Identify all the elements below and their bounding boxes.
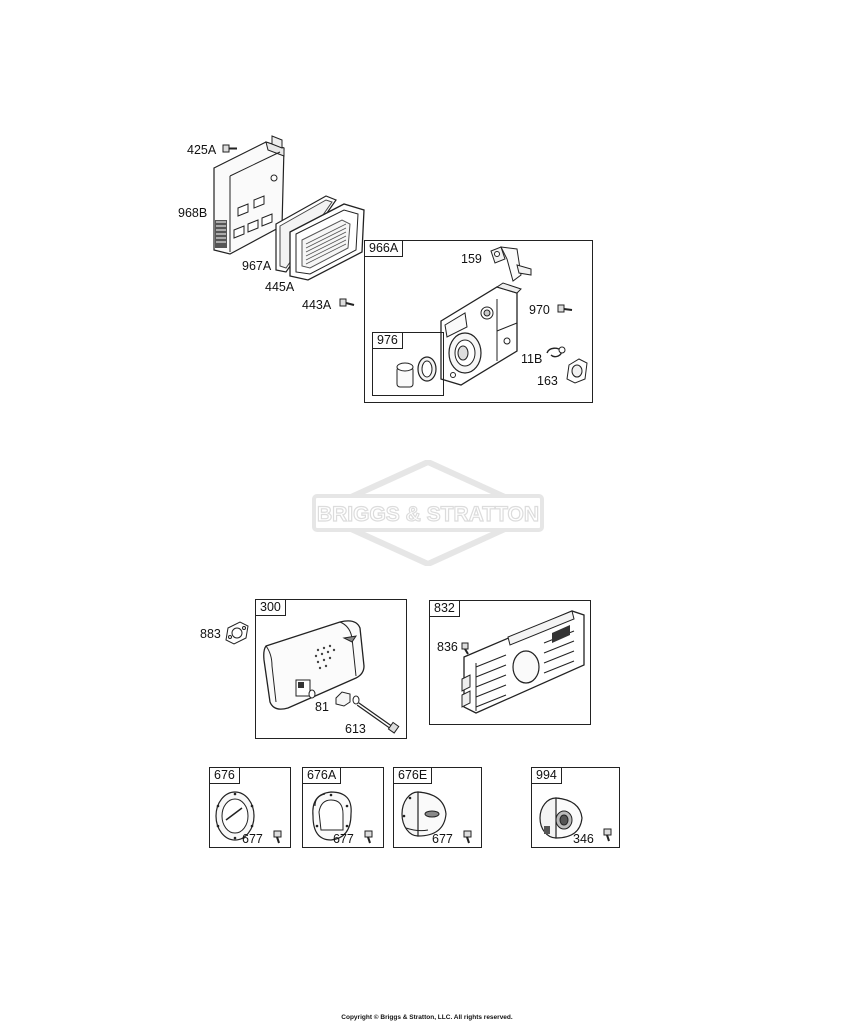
label-613: 613 xyxy=(345,722,366,736)
kit-tag-676A: 676A xyxy=(303,768,342,784)
air-filter-445A xyxy=(289,203,365,281)
label-163: 163 xyxy=(537,374,558,388)
screw-677-b xyxy=(364,830,373,844)
air-cleaner-base-966A xyxy=(440,282,522,386)
kit-box-676A: 676A 677 xyxy=(302,767,384,848)
label-677-c: 677 xyxy=(432,832,453,846)
brand-watermark-logo: BRIGGS & STRATTON xyxy=(312,460,544,566)
kit-box-966A: 966A 159 970 11B 163 976 xyxy=(364,240,593,403)
label-11B: 11B xyxy=(521,352,543,366)
screw-970 xyxy=(557,304,573,313)
kit-tag-966A: 966A xyxy=(365,241,404,257)
kit-tag-832: 832 xyxy=(430,601,460,617)
kit-tag-676E: 676E xyxy=(394,768,433,784)
bolt-613 xyxy=(356,702,400,734)
gasket-883 xyxy=(225,621,249,645)
copyright-notice: Copyright © Briggs & Stratton, LLC. All … xyxy=(341,1014,513,1021)
deflector-676A xyxy=(312,791,352,841)
bracket-159 xyxy=(490,246,532,282)
gasket-163 xyxy=(566,358,588,384)
clamp-11B xyxy=(546,346,566,358)
deflector-676E xyxy=(401,791,447,837)
kit-box-676E: 676E 677 xyxy=(393,767,482,848)
kit-box-300: 300 81 613 xyxy=(255,599,407,739)
kit-box-994: 994 346 xyxy=(531,767,620,848)
air-cleaner-cover-968B xyxy=(213,135,285,255)
label-443A: 443A xyxy=(302,298,332,312)
screw-677-a xyxy=(273,830,282,844)
kit-tag-994: 994 xyxy=(532,768,562,784)
label-346: 346 xyxy=(573,832,594,846)
breather-976 xyxy=(396,356,437,388)
label-81: 81 xyxy=(315,700,329,714)
spark-arrester-994 xyxy=(539,797,583,839)
kit-box-976: 976 xyxy=(372,332,444,396)
screw-443A xyxy=(339,298,355,307)
screw-677-c xyxy=(463,830,472,844)
label-883: 883 xyxy=(200,627,221,641)
label-677-b: 677 xyxy=(333,832,354,846)
label-836: 836 xyxy=(437,640,458,654)
kit-tag-676: 676 xyxy=(210,768,240,784)
kit-box-676: 676 677 xyxy=(209,767,291,848)
label-967A: 967A xyxy=(242,259,272,273)
label-425A: 425A xyxy=(187,143,217,157)
screw-425A xyxy=(222,144,237,153)
deflector-676 xyxy=(215,791,255,841)
label-445A: 445A xyxy=(265,280,295,294)
screw-836 xyxy=(461,642,469,655)
kit-tag-300: 300 xyxy=(256,600,286,616)
label-677-a: 677 xyxy=(242,832,263,846)
kit-box-832: 832 836 xyxy=(429,600,591,725)
kit-tag-976: 976 xyxy=(373,333,403,349)
muffler-guard-832 xyxy=(461,610,585,714)
screw-346 xyxy=(603,828,612,842)
label-968B: 968B xyxy=(178,206,208,220)
label-159: 159 xyxy=(461,252,482,266)
label-970: 970 xyxy=(529,303,550,317)
brand-watermark-text: BRIGGS & STRATTON xyxy=(317,503,539,526)
nut-81 xyxy=(335,691,360,707)
muffler-300 xyxy=(263,620,365,710)
